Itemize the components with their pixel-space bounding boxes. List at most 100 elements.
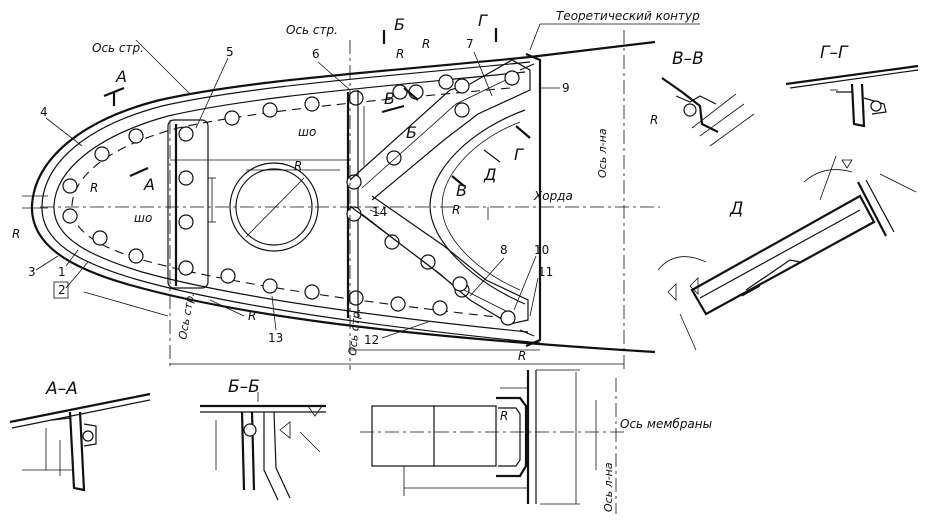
part-number-1: 1 xyxy=(58,265,66,279)
membrane-R: R xyxy=(500,409,508,423)
part-number-3: 3 xyxy=(28,265,36,279)
label-R: R xyxy=(90,181,98,195)
label-R: R xyxy=(452,203,460,217)
section-title-GG: Г–Г xyxy=(820,43,849,63)
part-number-2-box xyxy=(53,281,69,299)
outer-skin-inner xyxy=(41,61,541,344)
view-title-D: Д xyxy=(729,199,743,219)
part-number-10: 10 xyxy=(534,243,549,257)
rivet xyxy=(683,103,697,117)
label-theoretical-contour: Теоретический контур xyxy=(556,9,700,23)
section-mark-D: Д xyxy=(483,165,497,184)
aa-skin xyxy=(9,392,151,424)
leaders xyxy=(35,23,700,339)
rivet xyxy=(243,423,257,437)
part-number-7: 7 xyxy=(466,37,474,51)
membrane-tab-inner xyxy=(498,407,521,467)
bb-web-outer xyxy=(263,411,291,501)
vv-dim xyxy=(691,93,737,129)
d-dim xyxy=(819,155,837,201)
section-title-VV: В–В xyxy=(672,49,704,69)
section-mark-V-lower: В xyxy=(456,181,467,200)
bb-dim xyxy=(299,431,321,453)
leader-12 xyxy=(381,321,429,339)
leader-14 xyxy=(369,209,381,215)
front-spar xyxy=(167,119,216,289)
part-number-2: 2 xyxy=(58,283,66,297)
arrow-D xyxy=(483,149,501,163)
membrane-plate-edge xyxy=(536,369,580,505)
section-cuts xyxy=(103,28,531,187)
label-sho-upper: шо xyxy=(298,125,316,139)
label-axis-membrane: Ось мембраны xyxy=(620,417,712,431)
label-axis-stringer-bottom1: Ось стр. xyxy=(176,291,197,340)
membrane-detail: R Ось мембраны Ось л-на xyxy=(360,369,712,514)
rear-membrane xyxy=(525,52,542,348)
cut-G-lower xyxy=(515,125,531,139)
label-R: R xyxy=(294,159,302,173)
rivet xyxy=(92,230,108,246)
cut-B-lower xyxy=(381,104,405,114)
section-mark-V-upper: В xyxy=(384,89,395,108)
d-flange xyxy=(857,181,887,237)
vv-profile-flange xyxy=(675,95,717,105)
part-number-12: 12 xyxy=(364,333,379,347)
part-number-4: 4 xyxy=(40,105,48,119)
section-mark-B-lower: Б xyxy=(406,123,417,142)
rivet xyxy=(500,310,516,326)
section-BB: Б–Б xyxy=(200,377,326,501)
rivet xyxy=(348,90,364,106)
main-view: Ось стр. Ось стр. Теоретический контур Х… xyxy=(12,9,700,370)
label-axis-stringer-mid: Ось стр. xyxy=(286,23,338,37)
leader-7 xyxy=(473,51,493,97)
part-number-9: 9 xyxy=(562,81,570,95)
leader-10 xyxy=(513,255,537,311)
vv-R: R xyxy=(650,113,658,127)
section-mark-A-upper: А xyxy=(115,67,127,86)
rivet xyxy=(438,74,454,90)
section-mark-G-upper: Г xyxy=(478,11,488,30)
leader-1 xyxy=(65,249,79,267)
section-mark-A-lower: А xyxy=(143,175,155,194)
d-arc-dim xyxy=(803,169,853,183)
aa-stiffener xyxy=(68,411,86,492)
rivet xyxy=(224,110,240,126)
rivet xyxy=(128,248,144,264)
vv-dim xyxy=(709,113,755,147)
rivet xyxy=(390,296,406,312)
rivet xyxy=(304,284,320,300)
view-D: Д xyxy=(657,155,917,351)
rivet xyxy=(432,300,448,316)
part-number-8: 8 xyxy=(500,243,508,257)
spar-plate xyxy=(167,119,209,289)
leader-3 xyxy=(35,255,59,271)
rivet xyxy=(386,150,402,166)
upper-diagonal-inner xyxy=(361,77,511,189)
rivet xyxy=(178,170,194,186)
aa-clip xyxy=(51,417,97,447)
rivet xyxy=(504,70,520,86)
label-R: R xyxy=(248,309,256,323)
section-mark-B-upper: Б xyxy=(394,15,405,34)
rivet xyxy=(346,174,362,190)
upper-rivets xyxy=(224,74,454,126)
rivet xyxy=(420,254,436,270)
rivet xyxy=(348,290,364,306)
inner-skin xyxy=(53,71,529,333)
rivet xyxy=(94,146,110,162)
leader-R-bottom xyxy=(209,299,245,317)
membrane-cutout-inner xyxy=(441,121,521,291)
label-R: R xyxy=(12,227,20,241)
rivet xyxy=(62,208,78,224)
leader-2 xyxy=(65,261,89,289)
vv-dim xyxy=(699,103,745,137)
d-weld-mark xyxy=(667,283,677,301)
rivet xyxy=(178,260,194,276)
bb-weld-mark xyxy=(307,405,323,417)
part-number-5: 5 xyxy=(226,45,234,59)
gg-skin xyxy=(785,64,919,86)
leader-13 xyxy=(271,295,277,331)
rivet xyxy=(384,234,400,250)
d-arc-dim xyxy=(657,256,707,271)
cut-V xyxy=(403,87,419,101)
